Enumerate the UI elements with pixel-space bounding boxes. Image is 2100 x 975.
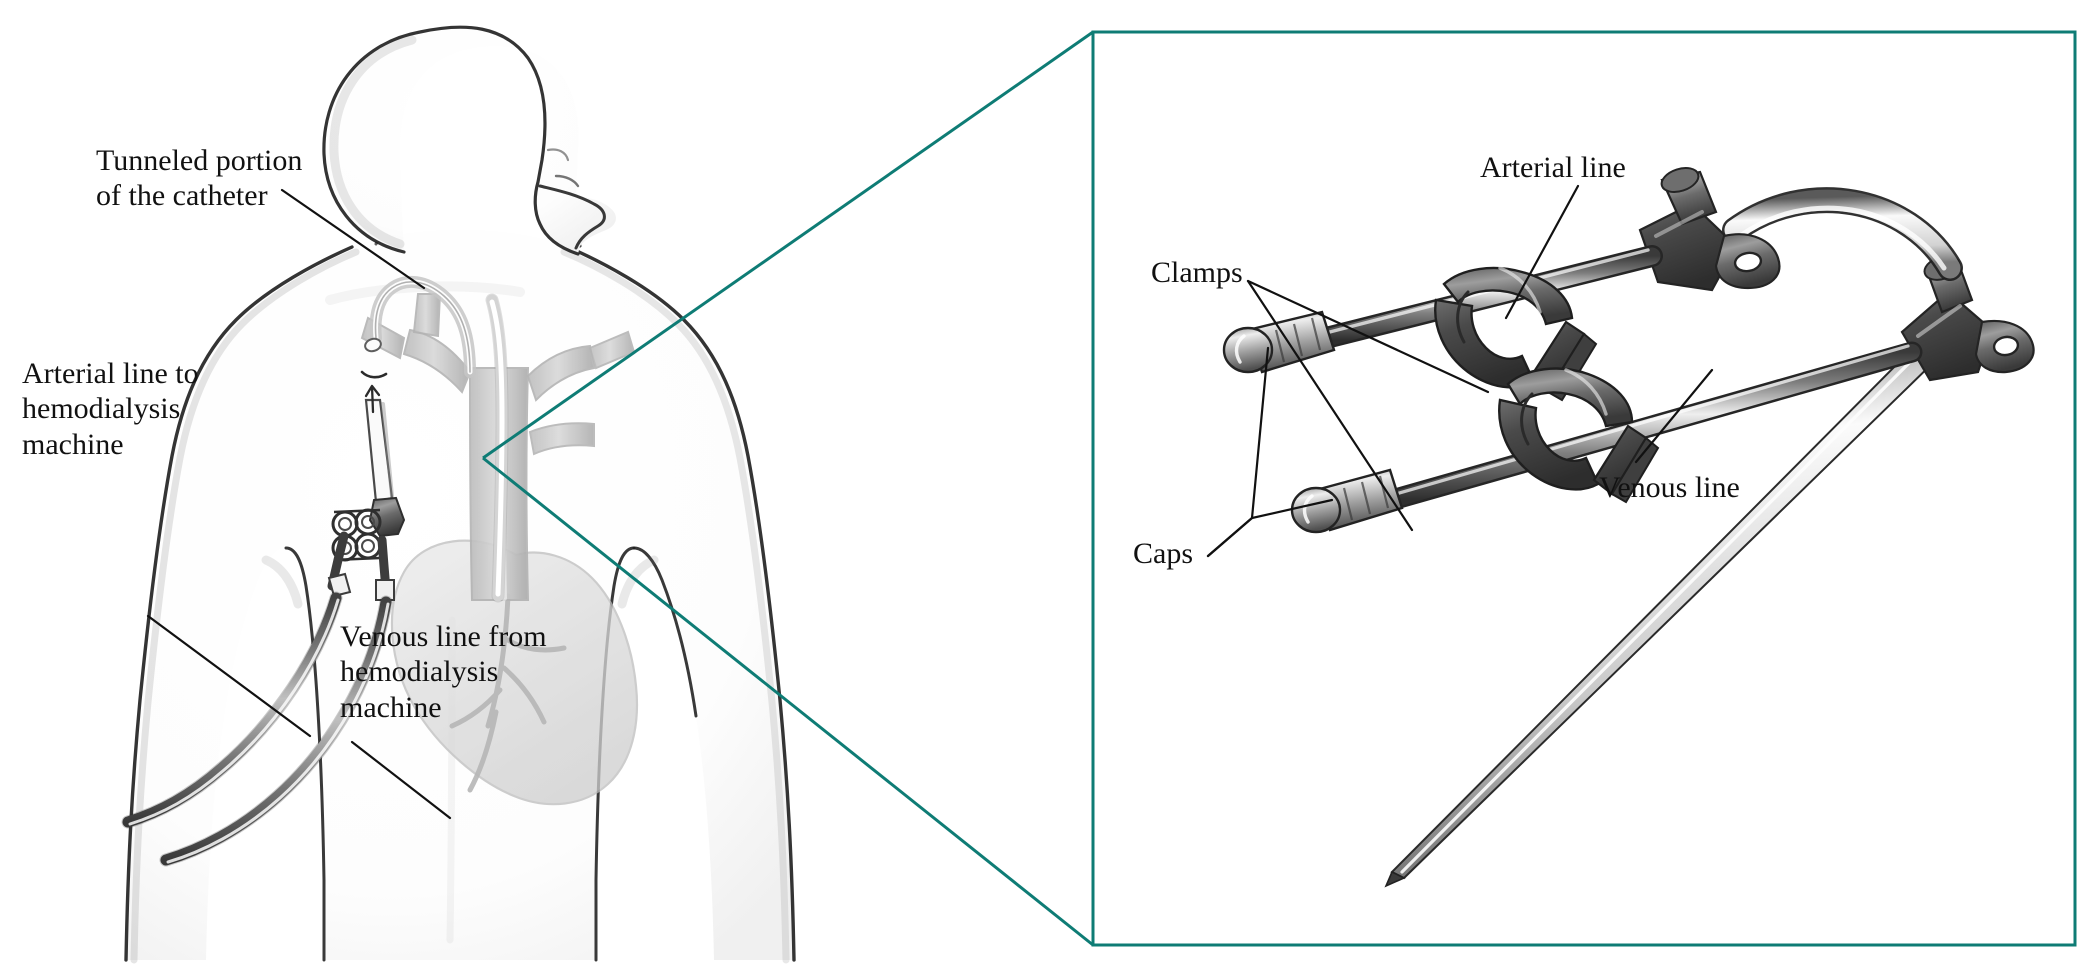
nose-notch [546,148,570,162]
label-arterial-line-to-machine: Arterial line to hemodialysis machine [22,357,199,461]
venous-cap-ribs [1342,475,1390,521]
callout-line-lower [482,456,1094,947]
leader-venous-line [350,740,452,820]
venous-tubing-highlight [166,602,390,864]
venous-hub-highlight [1916,304,1962,338]
venous-connector [375,579,395,601]
venous-clamp-tip [1610,436,1660,504]
arterial-cap-ribs [1274,317,1322,363]
armpit-shadow-right [617,555,659,609]
coronary-vessels [449,593,567,793]
arterial-extension-tube-body [1309,247,1661,349]
body-contour-right-soft [560,248,790,964]
hub-connector-venous [1900,255,2035,382]
exit-site-cuff [364,337,382,353]
catheter-in-vein-core [489,299,505,597]
arterial-tubing-outline [121,591,343,829]
label-venous-line-from-machine: Venous line from hemodialysis machine [340,620,547,724]
zoom-callout-lines [482,30,1094,947]
leader-caps-lower [1206,498,1334,558]
venous-cap [1290,468,1404,534]
lip-notch [554,174,580,188]
callout-line-upper [482,30,1094,460]
external-catheter-shading [381,402,394,498]
bridging-loop-highlight [1737,205,1947,271]
arterial-suture-hole [1733,251,1763,273]
venous-cap-highlight [1302,494,1314,524]
intravascular-catheter [485,293,509,603]
leader-caps-upper [1206,346,1270,558]
label-clamps: Clamps [1151,256,1243,289]
subcutaneous-tunnel-edge [374,281,471,373]
venous-extension-highlight [1394,344,1910,496]
arterial-cap-dome [1222,326,1274,374]
label-arterial-line: Arterial line [1480,151,1626,184]
venous-extension-tube-body [1384,344,1920,508]
arm-inner-left [284,546,326,962]
venous-clamp-bridge [1564,368,1608,416]
brachiocephalic-trunk-right [526,344,596,402]
leader-arterial-line [146,614,312,738]
tunneled-catheter-assembly [121,275,476,867]
left-panel-leader-lines [146,188,452,820]
jugular-branch-left [412,293,442,338]
leader-tunneled-portion [280,188,426,290]
exit-site-mark [360,370,388,379]
catheter-tip [1384,870,1406,888]
arterial-clamp-bridge [1498,266,1542,314]
venous-clamp [1498,367,1660,504]
leader-venous-line-detail [1634,368,1714,464]
insertion-arrow [364,384,381,414]
arterial-tubing-to-machine [122,592,342,828]
arterial-tubing-highlight [128,598,340,826]
venous-suture-hole [1992,335,2020,357]
arterial-hub-cap-top [1660,167,1700,193]
label-tunneled-portion: Tunneled portion of the catheter [96,144,303,213]
arterial-clamp-inner-loop [1456,290,1470,344]
venous-cap-dome [1290,486,1342,534]
arterial-cap [1222,310,1336,374]
arterial-hub-highlight [1654,210,1704,238]
body-contour-left-soft [130,248,360,964]
head-silhouette [323,27,616,255]
arterial-connector [327,572,352,598]
head-contour [322,25,580,256]
bridging-loop-tube-body [1724,189,1961,279]
catheter-device-detail [1222,167,2035,888]
body-contour-right [566,245,796,962]
azygos-branch-right [528,422,595,456]
label-caps: Caps [1133,537,1193,570]
armpit-shadow-left [261,555,303,609]
leader-clamps-lower [1246,279,1414,532]
catheter-shaft-highlight [1400,344,1928,874]
arm-inner-right [632,546,698,718]
label-venous-line: Venous line [1599,471,1740,504]
arterial-cap-highlight [1234,334,1246,364]
right-panel-leader-lines [1206,184,1714,558]
inset-panel-border [1091,30,2077,947]
venous-clamp-upper-jaw [1506,367,1634,428]
hub-connector-arterial [1638,167,1781,292]
heart-silhouette [390,539,639,806]
venous-tubing-to-machine [160,596,392,866]
leader-arterial-line-detail [1504,184,1580,320]
head-contour-soft [329,35,417,249]
brachiocephalic-trunk-left [402,328,472,394]
venous-clamp-inner-loop [1520,392,1534,446]
leader-clamps-upper [1246,279,1490,394]
body-contour-left [124,245,354,962]
venous-tubing-outline [159,595,393,867]
chin-jaw-line [538,184,606,250]
